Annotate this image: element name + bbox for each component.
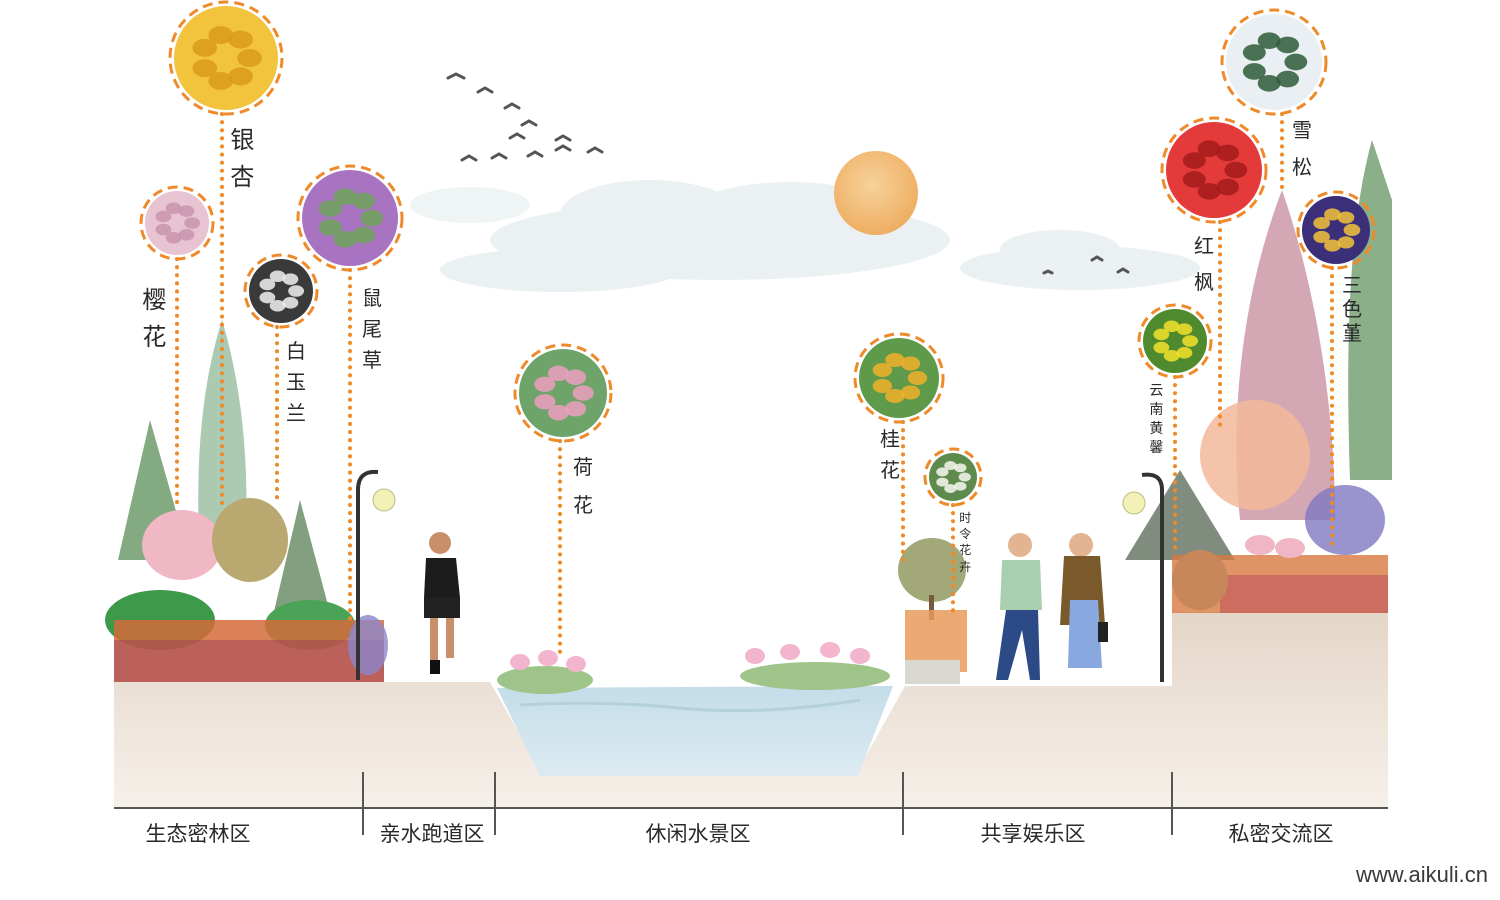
plant-photo-red-maple <box>1160 116 1268 224</box>
plant-photo-cedar <box>1220 8 1328 116</box>
plant-photo-cherry <box>139 185 215 261</box>
plant-label-cedar: 雪松 <box>1292 118 1312 179</box>
zone-label-ecological-forest: 生态密林区 <box>145 822 251 846</box>
clouds <box>410 180 1200 292</box>
ground-section <box>114 612 1388 808</box>
left-planting <box>105 498 388 682</box>
zone-divider-line <box>114 772 1388 835</box>
plant-photo-magnolia <box>243 253 319 329</box>
plant-label-cherry: 樱花 <box>142 286 167 352</box>
plant-label-seasonal-flowers: 时令花卉 <box>959 511 972 574</box>
right-planting <box>1172 400 1388 613</box>
plant-photo-pansy <box>1296 190 1376 270</box>
plant-label-red-maple: 红枫 <box>1194 234 1214 294</box>
plant-photo-osmanthus <box>853 332 945 424</box>
plant-label-osmanthus: 桂花 <box>880 427 900 482</box>
plant-label-salvia: 鼠尾草 <box>362 286 382 372</box>
plant-label-lotus: 荷花 <box>573 455 593 517</box>
plant-label-pansy: 三色堇 <box>1342 273 1362 345</box>
lotus-patches <box>497 642 890 694</box>
birds <box>446 72 1130 275</box>
zone-label-private-exchange: 私密交流区 <box>1228 822 1334 846</box>
lamp-post-left <box>356 469 396 680</box>
mid-right-planting <box>898 538 967 684</box>
plant-photo-seasonal-flowers <box>923 447 983 507</box>
zone-label-leisure-water: 休闲水景区 <box>645 822 751 846</box>
couple-figures <box>996 533 1108 680</box>
plant-photo-ginkgo <box>168 0 284 116</box>
water-pond <box>497 686 893 776</box>
runner-figure <box>424 532 460 674</box>
plant-photo-lotus <box>513 343 613 443</box>
watermark: www.aikuli.cn <box>1355 862 1488 887</box>
plant-label-winter-jasmine: 云南黄馨 <box>1149 383 1164 456</box>
plant-label-magnolia: 白玉兰 <box>286 339 306 425</box>
sun <box>834 151 918 235</box>
zone-label-waterside-track: 亲水跑道区 <box>379 822 485 846</box>
plant-circles <box>139 0 1376 507</box>
callout-lines <box>175 112 1334 657</box>
plant-photo-winter-jasmine <box>1137 303 1213 379</box>
plant-photo-salvia <box>296 164 404 272</box>
lamp-post-right <box>1122 472 1164 682</box>
plant-label-ginkgo: 银杏 <box>230 126 255 192</box>
zone-label-shared-recreation: 共享娱乐区 <box>980 822 1086 846</box>
